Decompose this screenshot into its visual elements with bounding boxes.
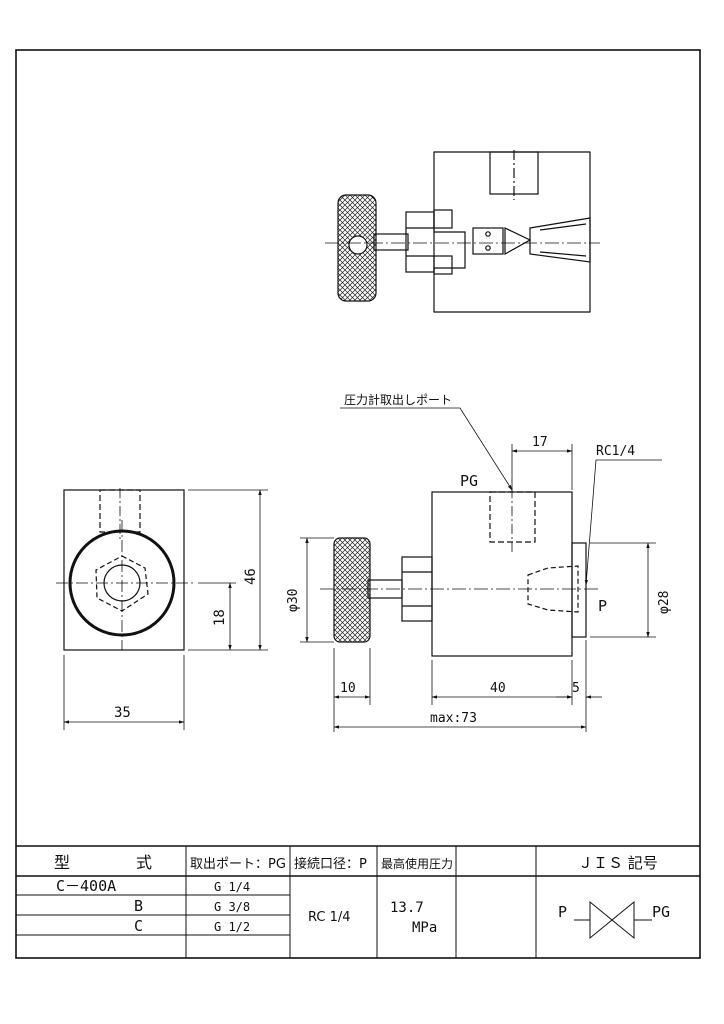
- header-model-b: 式: [136, 853, 152, 872]
- drawing-border: [15, 49, 701, 959]
- p-label: P: [598, 597, 607, 615]
- header-take-off-port: 取出ポート：PG: [190, 857, 286, 872]
- header-connection: 接続口径：P: [294, 856, 367, 872]
- table-row-model: C: [134, 917, 143, 935]
- dim-46: 46: [243, 568, 259, 585]
- connection-value: RC 1/4: [308, 910, 351, 925]
- dim-35: 35: [114, 705, 131, 721]
- front-view: [56, 488, 195, 651]
- pressure-unit: MPa: [412, 920, 437, 936]
- side-view: [320, 488, 600, 657]
- header-jis-symbol: ＪＩＳ 記号: [578, 854, 658, 872]
- top-view: [325, 150, 600, 313]
- dim-17: 17: [532, 435, 548, 450]
- jis-symbol-pg: PG: [652, 903, 670, 921]
- side-view-dimensions: [300, 407, 662, 732]
- pg-label: PG: [460, 472, 478, 490]
- port-note-label: 圧力計取出しポート: [344, 392, 452, 407]
- dim-5: 5: [572, 681, 580, 696]
- dim-18: 18: [212, 609, 228, 626]
- pressure-value: 13.7: [390, 900, 424, 916]
- spec-table-grid: [16, 845, 700, 958]
- table-row-port: G 3/8: [214, 900, 250, 914]
- header-max-pressure: 最高使用圧力: [381, 856, 453, 871]
- dim-phi28: φ28: [657, 591, 672, 614]
- rc-label: RC1/4: [596, 444, 635, 459]
- header-model-a: 型: [54, 853, 70, 872]
- table-row-port: G 1/2: [214, 920, 250, 934]
- dim-40: 40: [490, 681, 506, 696]
- jis-symbol-p: P: [558, 903, 567, 921]
- table-row-model: B: [134, 897, 143, 915]
- dim-phi30: φ30: [286, 589, 301, 612]
- table-row-port: G 1/4: [214, 880, 250, 894]
- front-view-dimensions: [63, 489, 268, 730]
- table-row-model: C－400A: [56, 877, 116, 895]
- jis-valve-symbol: [574, 900, 652, 940]
- dim-max73: max:73: [430, 711, 477, 726]
- dim-10: 10: [340, 681, 356, 696]
- side-view-knob: [333, 537, 371, 643]
